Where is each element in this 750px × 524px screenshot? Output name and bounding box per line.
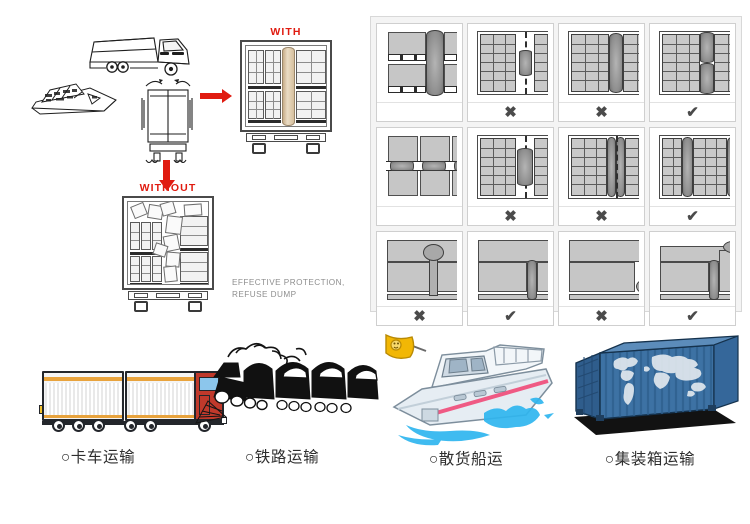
loose-disc-icon [636, 278, 639, 295]
mode-bulk-ship-label: ○散货船运 [428, 451, 504, 468]
transport-modes-strip: ○卡车运输 [0, 325, 750, 524]
matrix-cell-r2c4: ✔ [649, 127, 736, 226]
matrix-mark-r1c1 [377, 102, 462, 121]
red-arrow-right-icon [200, 88, 234, 104]
cartons-gap-single-small-bag-art [473, 28, 548, 100]
matrix-cell-r1c4: ✔ [649, 23, 736, 122]
matrix-cell-r2c1 [376, 127, 463, 226]
slab-with-loose-disc-art [564, 236, 639, 304]
mode-rail[interactable]: ○铁路运输 [192, 335, 379, 467]
without-label: WITHOUT [139, 182, 197, 194]
loading-pattern-matrix: ✖ [370, 16, 742, 326]
slabs-with-vertical-bag-art [473, 236, 548, 304]
matrix-mark-r3c4: ✔ [650, 306, 735, 325]
cartons-two-stacked-bags-art [655, 28, 730, 100]
note-line-1: EFFECTIVE PROTECTION, [232, 278, 345, 287]
matrix-cell-r1c3: ✖ [558, 23, 645, 122]
cartons-twin-bags-centre-art [564, 132, 639, 204]
matrix-cell-r2c2: ✖ [467, 127, 554, 226]
matrix-row-1: ✖ [376, 23, 736, 122]
cartons-centre-single-bag-art [473, 132, 548, 204]
matrix-mark-r1c3: ✖ [559, 102, 644, 121]
matrix-cell-r3c1: ✖ [376, 231, 463, 326]
matrix-cell-r3c2: ✔ [467, 231, 554, 326]
mode-rail-label: ○铁路运输 [244, 449, 320, 466]
single-centre-rod-and-disc-art [382, 236, 457, 304]
matrix-row-2: ✖ [376, 127, 736, 226]
matrix-mark-r1c2: ✖ [468, 102, 553, 121]
mode-truck-label: ○卡车运输 [60, 449, 136, 466]
container-icon [560, 331, 740, 447]
matrix-row-3: ✖ ✔ ✖ [376, 231, 736, 326]
trailer-without-dunnage-bag [122, 196, 214, 312]
matrix-cell-r2c3: ✖ [558, 127, 645, 226]
mode-container-label: ○集装箱运输 [604, 451, 696, 468]
matrix-mark-r2c1 [377, 206, 462, 225]
trailer-rear-sketch-icon [128, 72, 204, 172]
cartons-two-separated-bags-art [655, 132, 730, 204]
matrix-mark-r3c1: ✖ [377, 306, 462, 325]
matrix-mark-r3c2: ✔ [468, 306, 553, 325]
dunnage-bag [282, 47, 295, 126]
red-arrow-down-icon [158, 160, 176, 192]
disc-icon [423, 244, 444, 261]
semi-truck-lineart-icon [86, 28, 206, 86]
three-panel-with-three-bags-art [382, 132, 457, 204]
cartons-single-tall-bag-art [564, 28, 639, 100]
matrix-mark-r2c4: ✔ [650, 206, 735, 225]
slabs-bag-and-secured-disc-art [655, 236, 730, 304]
dunnage-bag-icon [426, 30, 444, 96]
truck-icon [8, 335, 227, 445]
mode-truck[interactable]: ○卡车运输 [8, 335, 227, 467]
barge-lineart-icon [30, 78, 118, 124]
matrix-mark-r2c3: ✖ [559, 206, 644, 225]
matrix-cell-r3c3: ✖ [558, 231, 645, 326]
matrix-cell-r1c2: ✖ [467, 23, 554, 122]
with-label: WITH [270, 26, 302, 38]
dunnage-comparison-panel: WITH [0, 0, 368, 320]
matrix-cell-r3c4: ✔ [649, 231, 736, 326]
matrix-mark-r3c3: ✖ [559, 306, 644, 325]
note-line-2: REFUSE DUMP [232, 290, 297, 299]
mode-bulk-ship[interactable]: ○散货船运 [376, 329, 556, 469]
matrix-mark-r1c4: ✔ [650, 102, 735, 121]
matrix-mark-r2c2: ✖ [468, 206, 553, 225]
pallet-pair-with-bag-art [382, 28, 457, 100]
mode-container[interactable]: ○集装箱运输 [560, 331, 740, 469]
effective-protection-note: EFFECTIVE PROTECTION, REFUSE DUMP [232, 277, 345, 301]
trailer-with-dunnage-bag [240, 40, 332, 154]
matrix-cell-r1c1 [376, 23, 463, 122]
train-icon [192, 335, 379, 445]
ship-icon [376, 329, 556, 447]
